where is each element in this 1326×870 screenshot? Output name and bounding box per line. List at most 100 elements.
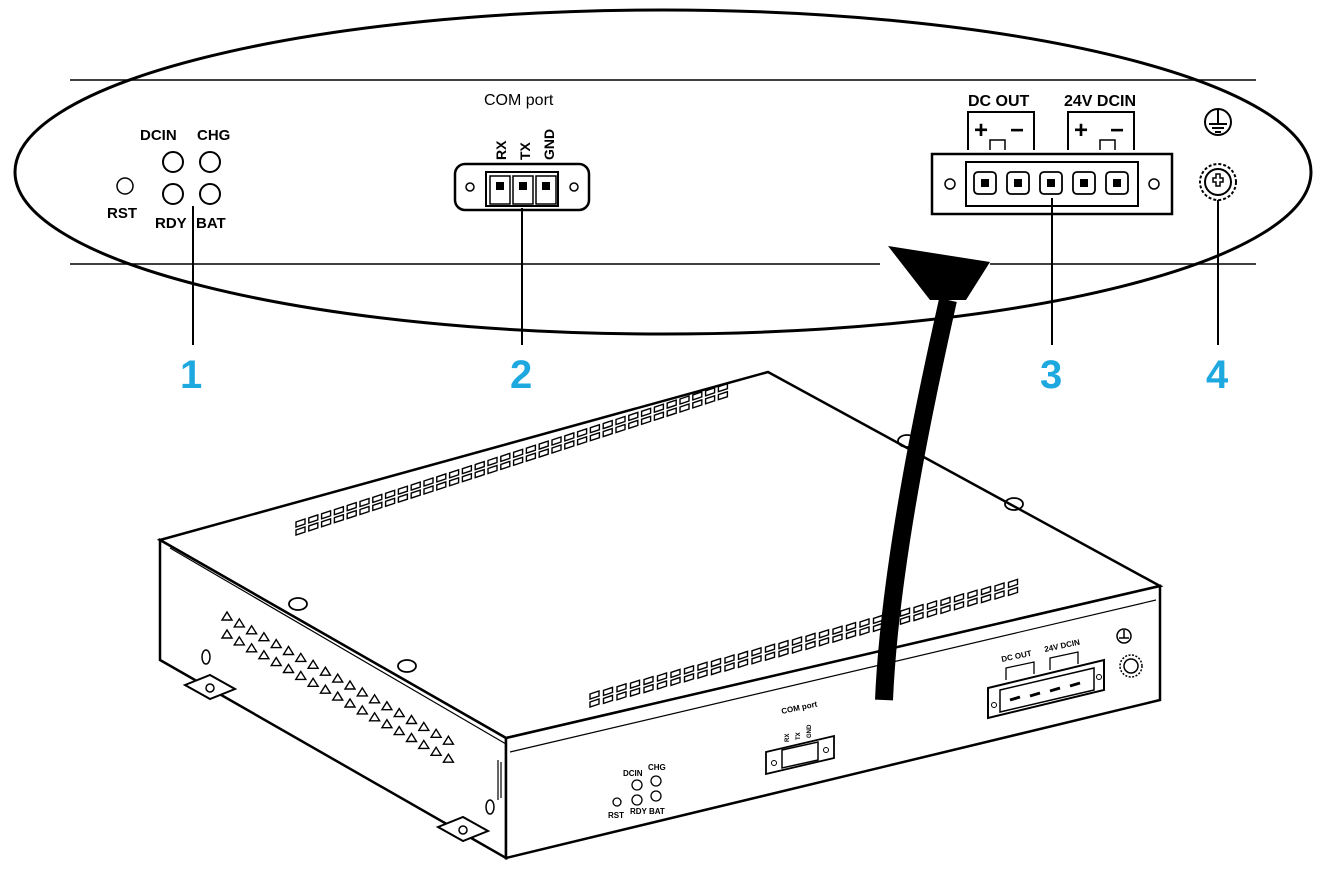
vent-slot — [564, 431, 575, 442]
dcin-minus: − — [1110, 117, 1124, 144]
vent-slot — [640, 415, 652, 426]
vent-slot — [442, 734, 455, 745]
vent-slots-top-back — [295, 382, 729, 536]
com-pin-rx: RX — [493, 140, 509, 160]
com-terminal — [512, 175, 534, 205]
vent-slot — [343, 679, 357, 690]
callout-2: 2 — [510, 353, 532, 397]
vent-slot — [666, 399, 677, 410]
device-led-chg: CHG — [648, 763, 666, 772]
vent-slot — [397, 493, 409, 504]
vent-slot — [269, 656, 283, 667]
vent-slot — [500, 460, 511, 471]
vent-slot — [308, 513, 319, 524]
vent-slot — [1007, 586, 1019, 597]
vent-slot — [589, 698, 600, 708]
mount-hole — [458, 825, 468, 835]
vent-slot — [308, 521, 319, 532]
vent-slot — [589, 431, 601, 442]
vent-slot — [967, 589, 978, 600]
vent-slot — [306, 658, 320, 669]
vent-slot — [692, 398, 703, 409]
led-group: DCIN CHG RST RDY BAT — [107, 127, 230, 232]
vent-slot — [487, 456, 498, 467]
vent-slot — [392, 707, 406, 718]
vent-slot — [845, 629, 857, 640]
dcin-plus: + — [1074, 117, 1088, 144]
com-port-label: COM port — [484, 92, 554, 109]
leader-lines — [192, 198, 1219, 345]
vent-slot — [704, 386, 716, 397]
dcin-24v-label: 24V DCIN — [1064, 93, 1136, 110]
side-slot — [497, 760, 502, 800]
vent-slot — [859, 626, 870, 636]
vent-slot — [343, 697, 357, 708]
vent-slot — [818, 636, 830, 647]
vent-slot — [269, 638, 283, 649]
vent-slot — [320, 509, 332, 520]
vent-slot — [724, 654, 735, 664]
vent-slot — [615, 423, 626, 434]
vent-slot — [405, 714, 418, 725]
vent-slot — [818, 628, 830, 639]
vent-slot — [994, 582, 1005, 592]
vent-slot — [953, 592, 965, 603]
com-terminal — [535, 175, 557, 205]
vent-slot — [926, 600, 938, 610]
device-led-rdy-bat: RDY BAT — [630, 807, 665, 816]
vent-slot — [245, 624, 258, 635]
vent-slot — [656, 680, 668, 690]
device-com-gnd: GND — [807, 724, 813, 738]
vent-slot — [346, 501, 357, 512]
vent-slot — [751, 654, 762, 665]
vent-slot — [442, 752, 455, 763]
led-label-dcin: DCIN — [140, 127, 177, 144]
vent-slot — [1007, 578, 1019, 589]
vent-slot — [791, 644, 803, 654]
vent-slot — [429, 745, 443, 756]
vent-slot — [380, 700, 394, 711]
com-pin — [519, 182, 527, 190]
vent-slot — [994, 590, 1005, 600]
vent-slot — [448, 468, 460, 479]
vent-slot — [899, 607, 911, 618]
vent-slot — [670, 668, 681, 679]
vent-slot — [683, 672, 695, 683]
led-label-bat: BAT — [196, 215, 226, 232]
vent-slot — [448, 476, 460, 487]
vent-slot — [628, 419, 639, 430]
vent-slot — [429, 727, 443, 738]
vent-slot — [333, 513, 345, 524]
vent-slot — [967, 597, 978, 608]
vent-slot — [778, 639, 789, 650]
vent-slot — [551, 444, 562, 454]
power-terminals — [973, 171, 1129, 195]
vent-slot — [832, 633, 843, 644]
vent-slot — [405, 732, 418, 743]
mount-hole — [205, 683, 215, 693]
vent-slot — [602, 419, 613, 430]
vent-slot — [410, 489, 421, 500]
vent-slot — [392, 725, 406, 736]
vent-slot — [294, 652, 308, 663]
vent-slot — [417, 739, 431, 750]
vent-slot — [724, 662, 735, 672]
vent-slot — [368, 693, 381, 704]
vent-slot — [245, 642, 258, 653]
ground-symbol-icon — [1204, 108, 1232, 136]
dc-out-label: DC OUT — [968, 93, 1030, 110]
vent-slot — [805, 632, 816, 643]
vent-slot — [692, 390, 703, 401]
screw-icon — [1199, 163, 1237, 201]
vent-slot — [602, 694, 614, 705]
vent-slot — [525, 444, 537, 455]
vent-slot — [980, 585, 992, 596]
vent-slot — [697, 669, 708, 680]
vent-slot — [417, 721, 431, 732]
com-mount-hole — [465, 182, 475, 192]
callout-1: 1 — [180, 353, 202, 397]
vent-slot — [512, 448, 524, 459]
com-pin-tx: TX — [517, 141, 533, 160]
led-chg — [199, 151, 221, 173]
